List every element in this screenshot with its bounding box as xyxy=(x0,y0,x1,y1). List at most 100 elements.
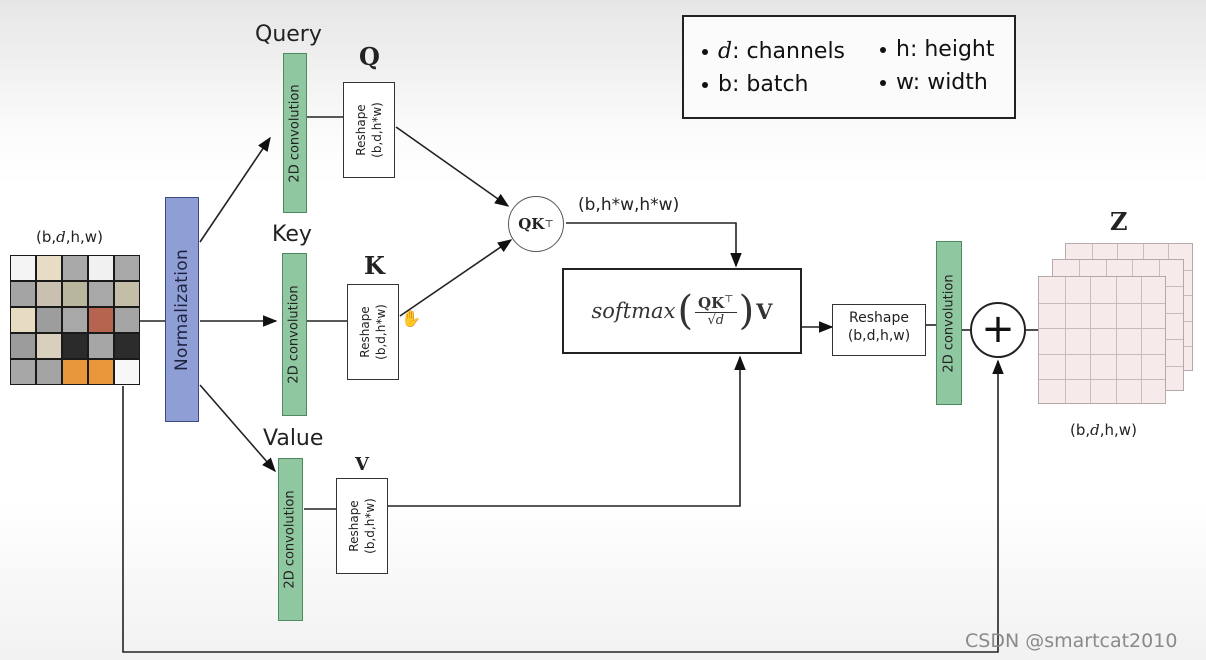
numerator-text: QK xyxy=(698,294,725,312)
reshape-out-line2: (b,d,h,w) xyxy=(847,328,911,344)
input-cell xyxy=(11,334,35,358)
right-paren: ) xyxy=(738,288,755,334)
input-shape-prefix: (b, xyxy=(36,228,57,246)
residual-skip-arrow xyxy=(122,359,1004,653)
normalization-block: Normalization xyxy=(165,197,199,422)
v-symbol: V xyxy=(355,454,369,475)
grid-line xyxy=(1141,277,1142,403)
grid-line xyxy=(1039,328,1165,329)
input-cell xyxy=(115,282,139,306)
softmax-block: softmax ( QK⊤ √d ) V xyxy=(562,268,802,354)
input-shape-suffix: ,h,w) xyxy=(65,228,103,246)
bullet-icon xyxy=(702,82,708,88)
reshape-text: Reshape xyxy=(347,500,361,552)
input-cell xyxy=(89,256,113,280)
softmax-func: softmax xyxy=(591,299,676,323)
output-conv-label: 2D convolution xyxy=(941,273,957,373)
output-conv-block: 2D convolution xyxy=(936,241,962,405)
softmax-v: V xyxy=(756,298,773,324)
input-cell xyxy=(63,334,87,358)
bullet-icon xyxy=(880,47,886,53)
reshape-text: Reshape xyxy=(354,104,368,156)
output-reshape-block: Reshape (b,d,h,w) xyxy=(832,304,926,356)
input-cell xyxy=(11,360,35,384)
query-label: Query xyxy=(255,22,322,47)
k-symbol: K xyxy=(364,251,385,280)
qk-product-node: QK⊤ xyxy=(508,196,564,252)
value-conv-label: 2D convolution xyxy=(283,490,298,589)
legend-height-text: h: height xyxy=(896,37,995,62)
normalization-label: Normalization xyxy=(172,248,193,371)
output-layer-front xyxy=(1038,276,1166,404)
add-node: + xyxy=(970,302,1026,358)
norm-to-value-arrow xyxy=(199,384,276,473)
k-reshape-to-qk-arrow xyxy=(399,239,513,317)
grid-line xyxy=(1116,277,1117,403)
query-conv-block: 2D convolution xyxy=(283,53,307,213)
input-cell xyxy=(63,256,87,280)
legend-box: d: channels h: height b: batch w: width xyxy=(682,15,1016,119)
grid-line xyxy=(1039,354,1165,355)
input-cell xyxy=(115,334,139,358)
key-reshape-block: Reshape(b,d,h*w) xyxy=(347,284,399,380)
legend-batch-text: b: batch xyxy=(718,72,809,97)
bullet-icon xyxy=(702,49,708,55)
query-reshape-label: Reshape(b,d,h*w) xyxy=(353,102,385,158)
input-cell xyxy=(37,360,61,384)
legend-channels-text: : channels xyxy=(732,39,846,64)
legend-item-batch: b: batch xyxy=(702,72,808,97)
qk-shape-label: (b,h*w,h*w) xyxy=(578,195,680,215)
reshape-shape-text: (b,d,h*w) xyxy=(363,498,377,554)
input-shape-label: (b,d,h,w) xyxy=(36,228,103,246)
legend-channels-symbol: d xyxy=(718,39,733,64)
input-cell xyxy=(89,334,113,358)
output-shape-text: (b,d,h,w) xyxy=(1070,421,1137,439)
value-conv-block: 2D convolution xyxy=(278,458,303,621)
input-cell xyxy=(37,282,61,306)
q-symbol: Q xyxy=(359,42,380,71)
fraction-denominator: √d xyxy=(707,313,725,328)
legend-width-text: w: width xyxy=(896,70,988,95)
input-cell xyxy=(115,360,139,384)
reshape-shape-text: (b,d,h*w) xyxy=(374,304,388,360)
input-cell xyxy=(115,308,139,332)
softmax-fraction: QK⊤ √d xyxy=(695,294,737,328)
key-label: Key xyxy=(272,222,312,247)
reshape-out-line1: Reshape xyxy=(849,310,909,326)
input-cell xyxy=(37,308,61,332)
grid-line xyxy=(1039,303,1165,304)
input-cell xyxy=(89,282,113,306)
output-shape-label: (b,d,h,w) xyxy=(1070,421,1137,439)
legend-item-channels: d: channels xyxy=(702,39,845,64)
input-feature-map xyxy=(10,255,140,385)
value-label: Value xyxy=(263,426,324,451)
value-reshape-label: Reshape(b,d,h*w) xyxy=(346,498,378,554)
input-cell xyxy=(11,282,35,306)
numerator-sup: ⊤ xyxy=(724,294,734,305)
legend-item-height: h: height xyxy=(880,37,994,62)
grid-line xyxy=(1039,379,1165,380)
input-cell xyxy=(37,256,61,280)
grid-line xyxy=(1065,277,1066,403)
input-cell xyxy=(115,256,139,280)
input-cell xyxy=(63,308,87,332)
qk-to-softmax-arrow xyxy=(566,222,742,268)
input-cell xyxy=(11,256,35,280)
qk-node-text: QK xyxy=(518,215,545,233)
input-cell xyxy=(89,360,113,384)
input-cell xyxy=(37,334,61,358)
key-reshape-label: Reshape(b,d,h*w) xyxy=(357,304,389,360)
legend-item-width: w: width xyxy=(880,70,988,95)
input-cell xyxy=(89,308,113,332)
input-cell xyxy=(11,308,35,332)
q-reshape-to-qk-arrow xyxy=(395,126,510,207)
v-to-softmax-arrow xyxy=(387,355,746,507)
key-conv-block: 2D convolution xyxy=(282,253,307,416)
reshape-text: Reshape xyxy=(358,306,372,358)
key-conv-label: 2D convolution xyxy=(287,285,302,384)
input-cell xyxy=(63,360,87,384)
reshape-shape-text: (b,d,h*w) xyxy=(370,102,384,158)
input-cell xyxy=(63,282,87,306)
query-reshape-block: Reshape(b,d,h*w) xyxy=(343,82,395,178)
